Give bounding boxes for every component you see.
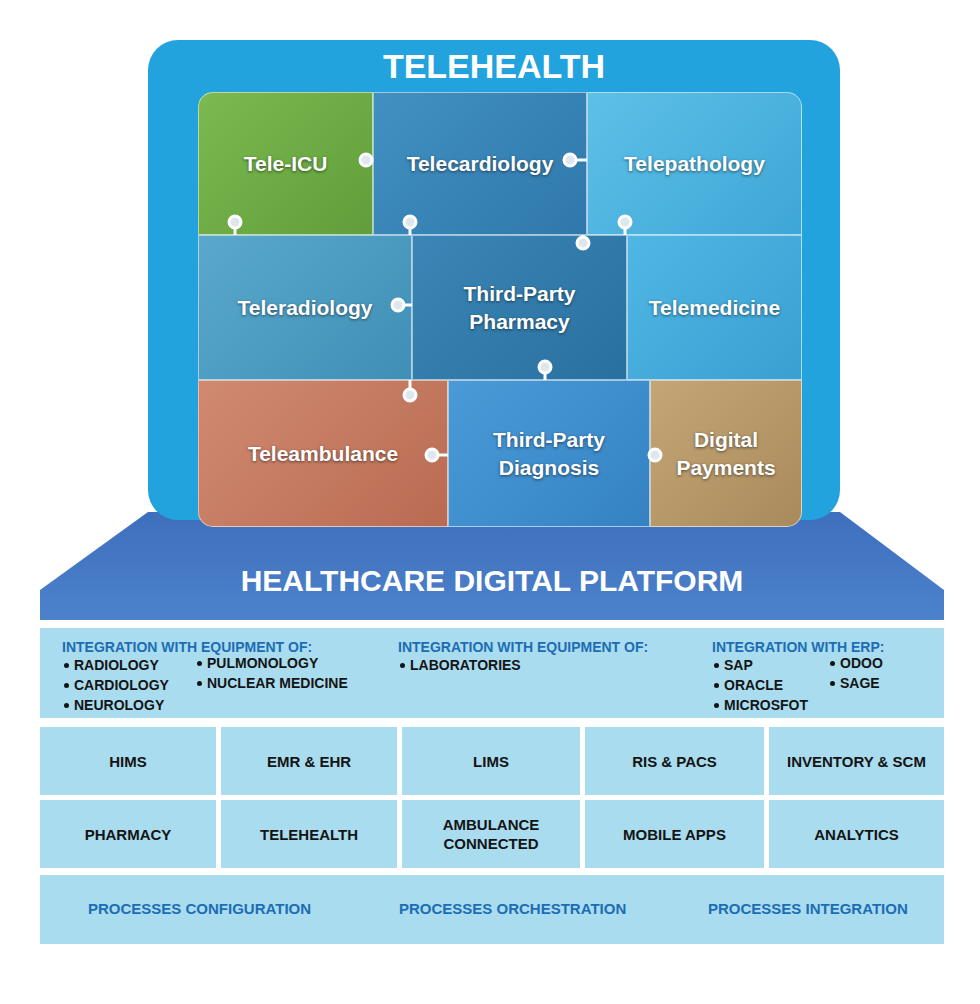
bullet-dot [64, 683, 69, 688]
service-tile: Tele-ICU [198, 92, 373, 235]
tile-label: Teleambulance [248, 440, 398, 468]
process-band: PROCESSES CONFIGURATION PROCESSES ORCHEST… [40, 875, 944, 944]
list-item: SAP [724, 656, 753, 674]
service-tile: Digital Payments [650, 380, 802, 527]
process-label: PROCESSES INTEGRATION [708, 899, 908, 919]
tile-label: Telemedicine [649, 294, 781, 322]
bullet-dot [714, 703, 719, 708]
tile-label: Telepathology [624, 150, 765, 178]
tile-label: Tele-ICU [244, 150, 328, 178]
module-label: HIMS [109, 752, 147, 771]
list-item: PULMONOLOGY [207, 654, 318, 672]
list-item: LABORATORIES [410, 656, 521, 674]
bullet-dot [64, 703, 69, 708]
module-label: TELEHEALTH [260, 825, 358, 844]
module-box: LIMS [402, 727, 580, 795]
group-heading: INTEGRATION WITH EQUIPMENT OF: [398, 638, 648, 656]
service-tile: Third-Party Diagnosis [448, 380, 650, 527]
group-heading: INTEGRATION WITH EQUIPMENT OF: [62, 638, 312, 656]
bullet-dot [714, 663, 719, 668]
bullet-dot [714, 683, 719, 688]
service-tile: Teleradiology [198, 235, 412, 380]
module-box: AMBULANCE CONNECTED [402, 800, 580, 868]
tile-label: Telecardiology [407, 150, 554, 178]
list-item: CARDIOLOGY [74, 676, 169, 694]
list-item: ORACLE [724, 676, 783, 694]
module-label: ANALYTICS [814, 825, 898, 844]
module-label: PHARMACY [85, 825, 172, 844]
service-tile: Teleambulance [198, 380, 448, 527]
list-item: ODOO [840, 654, 883, 672]
module-box: INVENTORY & SCM [769, 727, 944, 795]
list-item: SAGE [840, 674, 880, 692]
tile-label: Teleradiology [238, 294, 373, 322]
integration-band: INTEGRATION WITH EQUIPMENT OF:RADIOLOGYC… [40, 628, 944, 718]
module-label: AMBULANCE CONNECTED [432, 815, 550, 853]
bullet-dot [64, 663, 69, 668]
group-heading: INTEGRATION WITH ERP: [712, 638, 884, 656]
service-tile: Telemedicine [627, 235, 802, 380]
module-box: EMR & EHR [221, 727, 397, 795]
module-label: MOBILE APPS [623, 825, 726, 844]
bullet-dot [400, 663, 405, 668]
bullet-dot [830, 661, 835, 666]
tile-label: Digital Payments [666, 426, 786, 482]
list-item: NEUROLOGY [74, 696, 164, 714]
list-item: MICROSFOT [724, 696, 808, 714]
module-box: TELEHEALTH [221, 800, 397, 868]
module-box: ANALYTICS [769, 800, 944, 868]
module-label: INVENTORY & SCM [787, 752, 926, 771]
module-box: RIS & PACS [585, 727, 764, 795]
module-label: EMR & EHR [267, 752, 351, 771]
process-label: PROCESSES CONFIGURATION [88, 899, 311, 919]
bullet-dot [830, 681, 835, 686]
bullet-dot [197, 661, 202, 666]
module-box: PHARMACY [40, 800, 216, 868]
list-item: NUCLEAR MEDICINE [207, 674, 348, 692]
module-box: MOBILE APPS [585, 800, 764, 868]
service-tile: Third-Party Pharmacy [412, 235, 627, 380]
module-label: LIMS [473, 752, 509, 771]
module-box: HIMS [40, 727, 216, 795]
tile-label: Third-Party Pharmacy [440, 280, 600, 336]
list-item: RADIOLOGY [74, 656, 159, 674]
process-label: PROCESSES ORCHESTRATION [399, 899, 626, 919]
telehealth-panel: TELEHEALTH Tele-ICU Telecardiology Telepath… [148, 40, 840, 520]
tile-label: Third-Party Diagnosis [469, 426, 629, 482]
bullet-dot [197, 681, 202, 686]
service-tile: Telepathology [587, 92, 802, 235]
module-label: RIS & PACS [632, 752, 717, 771]
service-tile: Telecardiology [373, 92, 587, 235]
panel-title: TELEHEALTH [148, 46, 840, 86]
platform-title: HEALTHCARE DIGITAL PLATFORM [40, 561, 944, 601]
